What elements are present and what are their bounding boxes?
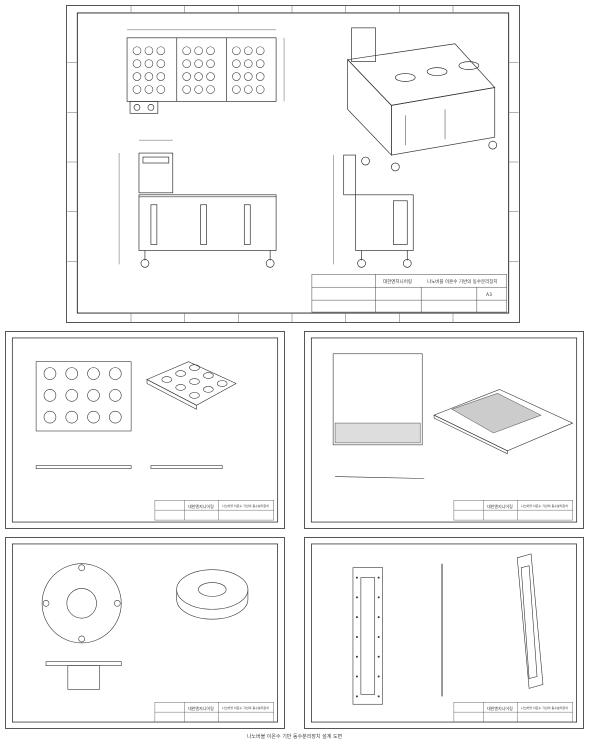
- window-title-company: 대한엔지니어링: [487, 706, 513, 711]
- isometric-view: [346, 27, 498, 172]
- main-title-company: 대한엔지니어링: [383, 280, 412, 285]
- title-block: [311, 274, 507, 313]
- panel-title-company: 대한엔지니어링: [487, 504, 513, 509]
- front-view: [118, 139, 277, 268]
- top-view: [126, 29, 285, 114]
- main-sheet-size: A3: [486, 293, 492, 298]
- window-title-drawing: 나노버블 이온수 기반의 동수분리장치: [521, 706, 569, 710]
- panel-sheet: 대한엔지니어링 나노버블 이온수 기반의 동수분리장치: [304, 331, 584, 529]
- window-drawing: [311, 543, 577, 723]
- main-assembly-drawing: [67, 6, 519, 322]
- figure-caption: 나노버블 이온수 기반 동수분리장치 설계 도면: [246, 734, 343, 740]
- plate-title-drawing: 나노버블 이온수 기반의 동수분리장치: [222, 504, 270, 508]
- plate-sheet: 대한엔지니어링 나노버블 이온수 기반의 동수분리장치: [5, 331, 285, 529]
- plate-title-company: 대한엔지니어링: [188, 504, 214, 509]
- flange-title-drawing: 나노버블 이온수 기반의 동수분리장치: [222, 706, 270, 710]
- flange-drawing: [12, 543, 279, 723]
- main-assembly-sheet: 대한엔지니어링 나노버블 이온수 기반의 동수분리장치 A3: [66, 5, 520, 323]
- side-view: [333, 154, 414, 268]
- plate-drawing: [11, 337, 279, 523]
- panel-drawing: [310, 337, 578, 523]
- main-title-drawing: 나노버블 이온수 기반의 동수분리장치: [427, 280, 498, 285]
- flange-sheet: 대한엔지니어링 나노버블 이온수 기반의 동수분리장치: [5, 537, 285, 729]
- panel-title-drawing: 나노버블 이온수 기반의 동수분리장치: [521, 504, 569, 508]
- flange-title-company: 대한엔지니어링: [188, 706, 214, 711]
- window-sheet: 대한엔지니어링 나노버블 이온수 기반의 동수분리장치: [304, 537, 584, 729]
